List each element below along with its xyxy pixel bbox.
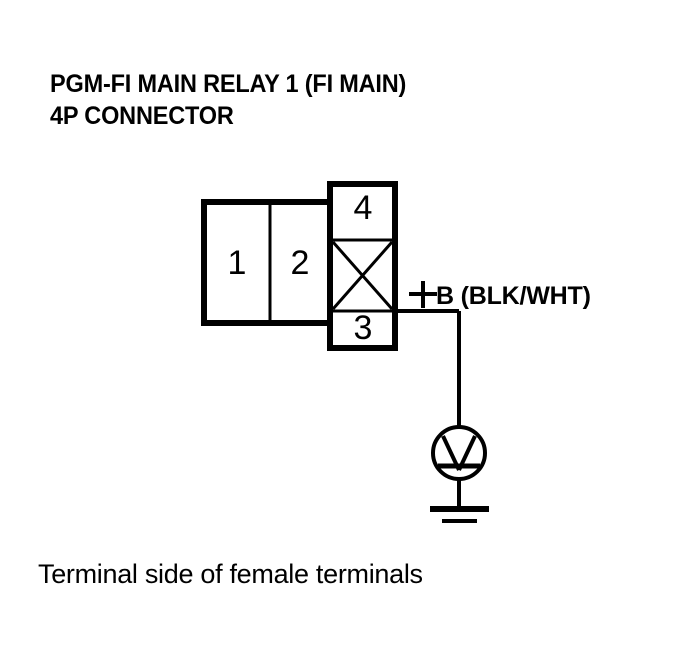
right-column-outline [327,181,398,351]
ground-symbol [430,506,489,523]
cell-number-3: 3 [354,309,373,347]
title-line-1: PGM-FI MAIN RELAY 1 (FI MAIN) [50,70,407,98]
connector-left-housing [201,199,333,326]
voltmeter-symbol [431,425,487,509]
test-lead-wire [393,309,461,427]
crossed-cavity-x-icon [331,241,394,310]
voltmeter-circle [431,425,487,481]
cell-number-2: 2 [291,244,310,282]
plus-sign-icon [409,281,437,308]
title-line-2: 4P CONNECTOR [50,102,234,130]
terminal-voltage-label: B (BLK/WHT) [436,282,591,310]
left-housing-outline [201,199,333,326]
cell-number-1: 1 [228,244,247,282]
cell-number-4: 4 [354,189,373,227]
connector-right-column [327,181,398,351]
diagram-caption: Terminal side of female terminals [38,559,423,589]
diagram-title: PGM-FI MAIN RELAY 1 (FI MAIN) 4P CONNECT… [50,68,650,132]
